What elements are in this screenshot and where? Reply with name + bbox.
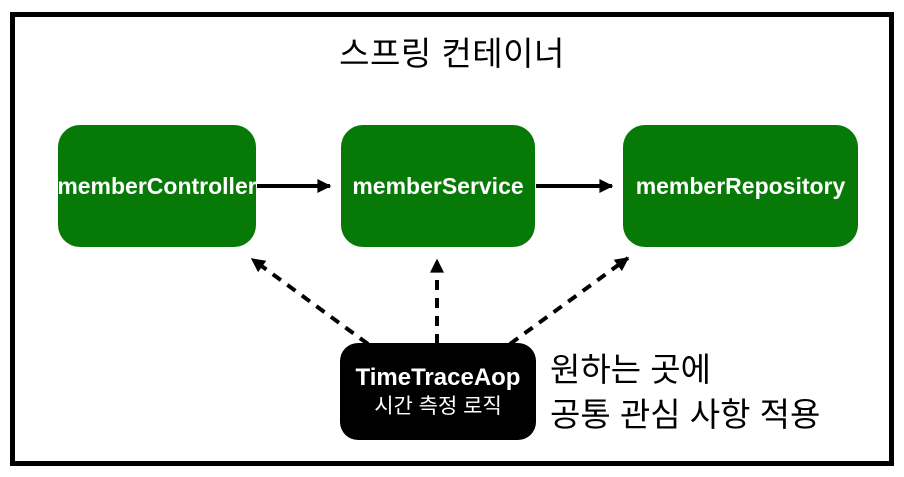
aop-box-subtitle: 시간 측정 로직 — [374, 395, 502, 418]
node-member-service-label: memberService — [352, 172, 524, 199]
aop-box-title: TimeTraceAop — [355, 364, 521, 391]
node-member-repository: memberRepository — [623, 125, 858, 247]
annotation-line-1: 원하는 곳에 — [550, 351, 711, 388]
node-member-controller-label: memberController — [57, 172, 257, 199]
annotation-text: 원하는 곳에 공통 관심 사항 적용 — [550, 347, 820, 437]
annotation-line-2: 공통 관심 사항 적용 — [550, 396, 821, 433]
diagram-title: 스프링 컨테이너 — [339, 35, 565, 72]
node-member-repository-label: memberRepository — [635, 172, 846, 199]
node-member-controller: memberController — [57, 125, 257, 247]
aop-box: TimeTraceAop 시간 측정 로직 — [340, 343, 536, 440]
node-member-service: memberService — [341, 125, 535, 247]
